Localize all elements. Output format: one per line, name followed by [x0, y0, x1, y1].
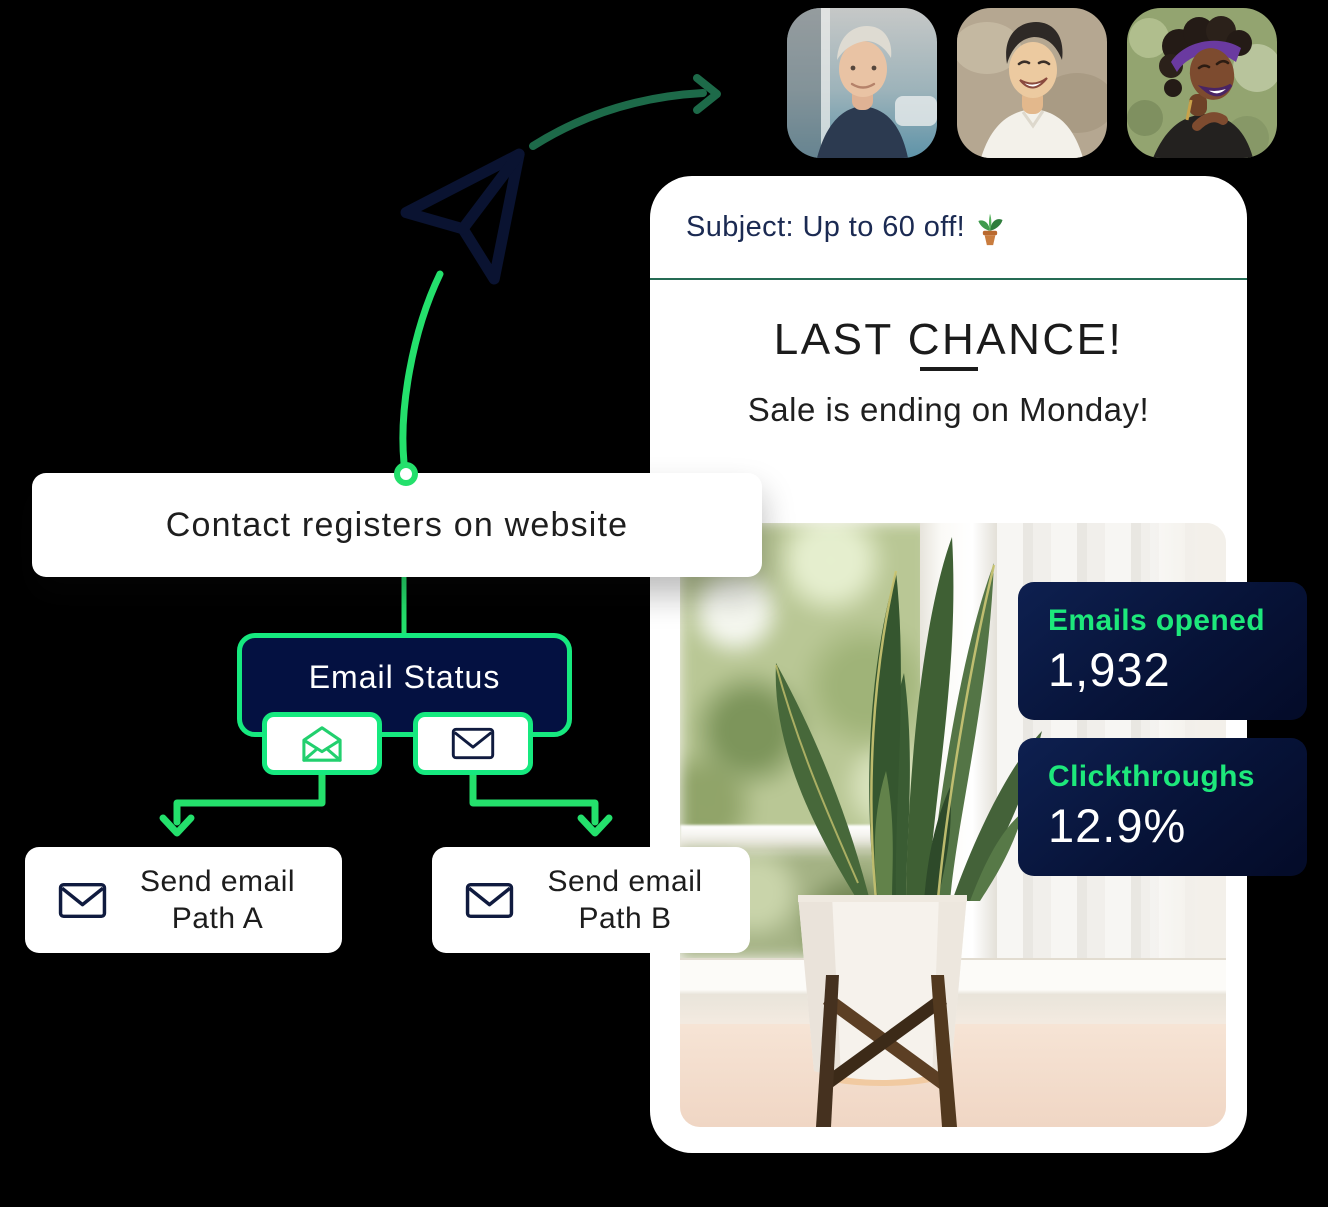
header-divider	[650, 278, 1247, 280]
open-envelope-icon	[302, 725, 342, 762]
closed-envelope-icon	[58, 882, 107, 918]
avatar-photo-2	[957, 8, 1107, 158]
closed-envelope-icon	[465, 882, 514, 918]
email-subject-text: Subject: Up to 60 off!	[686, 210, 966, 243]
email-subject-bar: Subject: Up to 60 off!	[686, 176, 1211, 278]
email-headline: LAST CHANCE!	[773, 315, 1124, 364]
connector-ring	[394, 462, 418, 486]
arrowhead-right	[693, 74, 721, 114]
flow-node-send-email-path-a[interactable]: Send email Path A	[25, 847, 342, 953]
path-node-label: Send email Path B	[514, 863, 750, 937]
paper-plane-icon	[400, 148, 525, 285]
potted-plant-icon	[978, 213, 1003, 246]
arrowhead-down-right	[577, 814, 613, 837]
status-chip-not-opened[interactable]	[413, 712, 533, 775]
stat-value: 1,932	[1048, 643, 1171, 696]
avatar-woman-gray-hair-illustration	[787, 8, 937, 158]
avatar-photo-3	[1127, 8, 1277, 158]
stat-badge-emails-opened[interactable]: Emails opened 1,932	[1018, 582, 1307, 720]
status-chip-opened[interactable]	[262, 712, 382, 775]
email-status-label: Email Status	[308, 659, 501, 695]
stat-value: 12.9%	[1048, 799, 1187, 852]
arrowhead-down-left	[159, 814, 195, 837]
closed-envelope-icon	[451, 727, 495, 760]
path-label-line2: Path A	[171, 902, 264, 935]
headline-underline	[919, 367, 978, 371]
avatar-woman-purple-headband-illustration	[1127, 8, 1277, 158]
stat-label: Clickthroughs	[1048, 760, 1255, 793]
flow-node-contact-registers[interactable]: Contact registers on website	[32, 473, 762, 577]
avatar-smiling-man-illustration	[957, 8, 1107, 158]
flow-node-send-email-path-b[interactable]: Send email Path B	[432, 847, 750, 953]
email-subheadline: Sale is ending on Monday!	[747, 391, 1150, 428]
avatar-photo-1	[787, 8, 937, 158]
stat-badge-clickthroughs[interactable]: Clickthroughs 12.9%	[1018, 738, 1307, 876]
path-label-line1: Send email	[139, 865, 296, 898]
snake-plant-illustration	[775, 537, 1042, 1127]
path-label-line1: Send email	[547, 865, 703, 898]
stat-label: Emails opened	[1048, 604, 1265, 637]
path-node-label: Send email Path A	[107, 863, 342, 937]
path-label-line2: Path B	[578, 902, 672, 935]
